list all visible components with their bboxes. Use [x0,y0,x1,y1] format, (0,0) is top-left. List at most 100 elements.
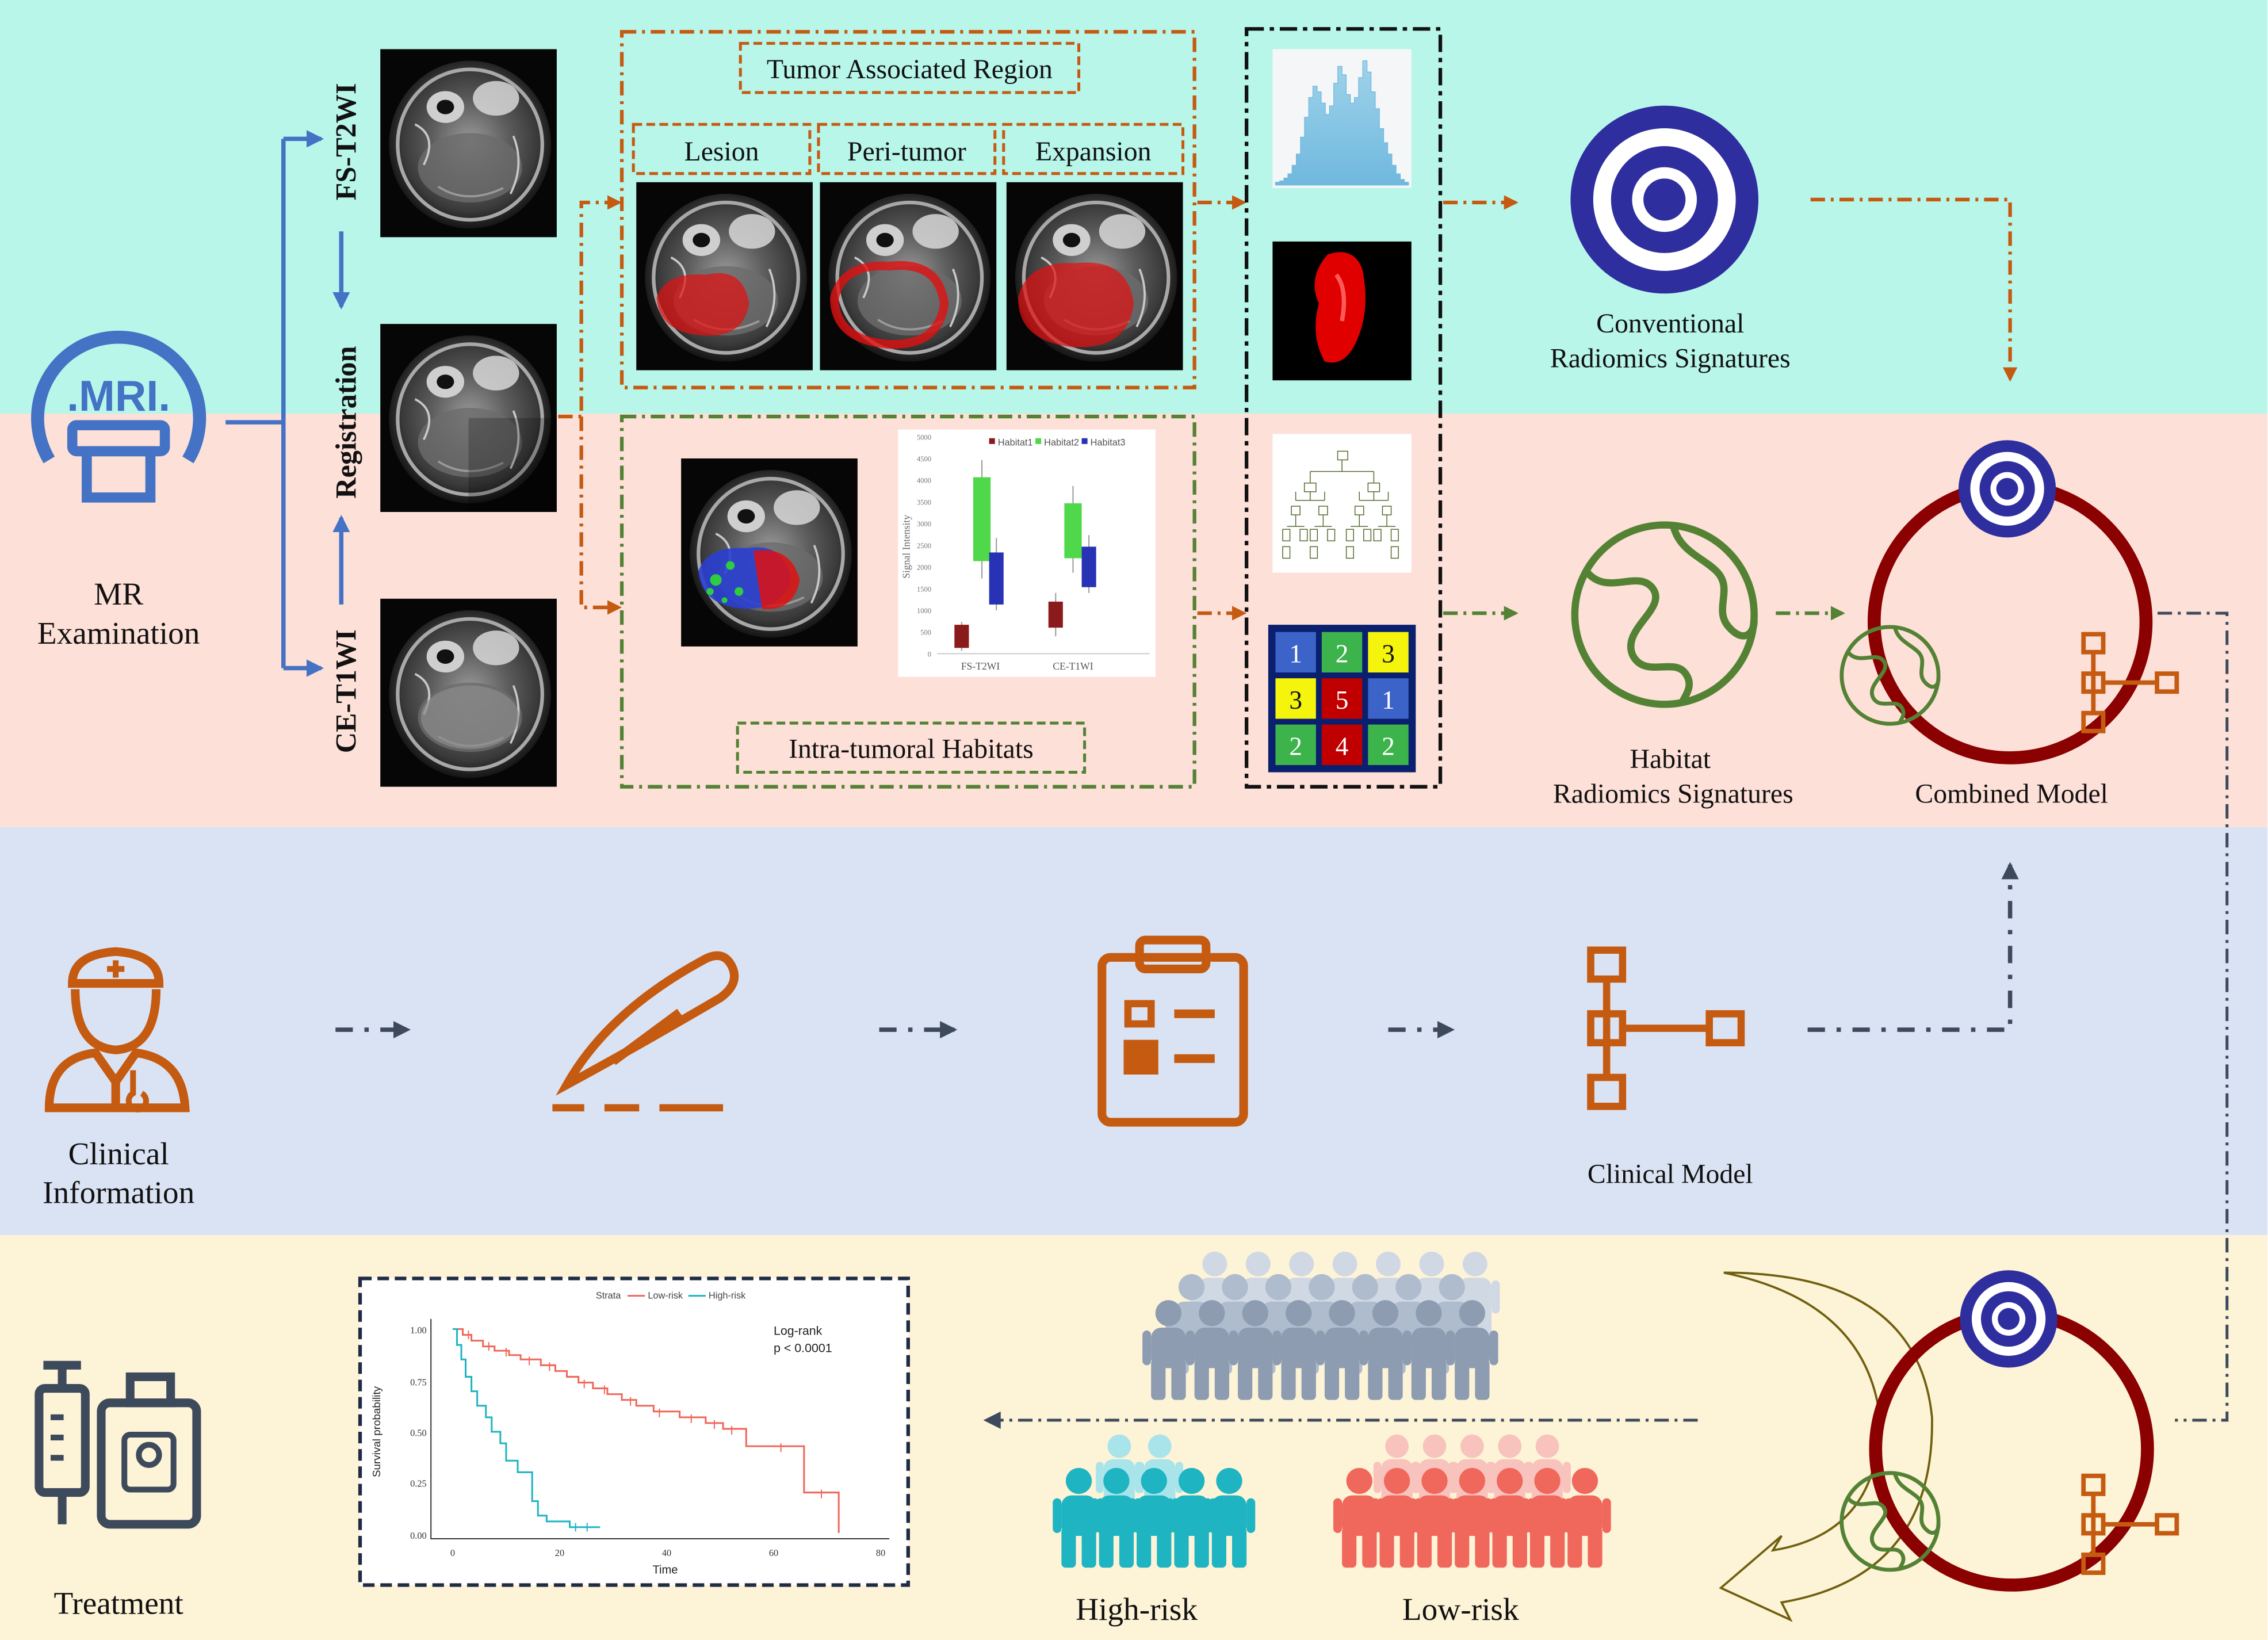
habitats-title-box [736,721,1087,774]
boxplot-x-label-1: FS-T2WI [961,660,1000,672]
clinical-info-line2: Information [43,1175,194,1210]
boxplot-y-tick: 4500 [917,455,931,463]
km-x-tick: 20 [555,1547,564,1558]
boxplot-x-label-2: CE-T1WI [1053,660,1093,672]
boxplot-y-tick: 4000 [917,477,931,485]
doctor-icon [44,947,190,1113]
km-annotation-line2: p < 0.0001 [774,1341,832,1355]
combined-model-label: Combined Model [1915,778,2108,809]
tumor-region-box [619,30,1196,389]
histogram-thumbnail [1272,49,1412,188]
mri-scanner-icon [31,330,206,503]
mri-caption-line2: Examination [37,616,200,651]
km-x-tick: 60 [769,1547,778,1558]
boxplot-y-label: Signal Intensity [900,515,912,579]
km-x-tick: 0 [450,1547,455,1558]
feature-matrix-value: 1 [1289,639,1302,668]
combined-model-icon [1842,440,2177,764]
feature-matrix-cell [1368,678,1409,719]
boxplot-box [954,625,969,648]
km-legend-high: High-risk [709,1291,746,1301]
km-annotation-line1: Log-rank [774,1324,823,1338]
risk-model-icon [1842,1270,2177,1592]
label-expansion: Expansion [1035,136,1152,167]
feature-matrix-cell [1321,724,1363,765]
km-y-tick: 0.50 [410,1428,427,1439]
boxplot-y-tick: 1500 [917,585,931,593]
feature-matrix-value: 2 [1382,732,1395,760]
habitats-title: Intra-tumoral Habitats [789,733,1034,764]
conventional-signature-target-icon [1570,105,1759,294]
mri-logo-text: .MRI. [67,372,170,420]
combined-to-bottom-arrow [2158,611,2229,1422]
feature-matrix-cell [1275,724,1316,765]
boxplot-box [1048,601,1063,628]
boxplot-y-tick: 2000 [917,564,931,572]
km-x-tick: 40 [662,1547,671,1558]
mri-branch-arrows [225,130,350,677]
feature-matrix-cell [1321,632,1363,673]
scalpel-icon [552,951,739,1112]
boxplot-y-tick: 0 [928,650,931,658]
sequence-label-fs-t2wi: FS-T2WI [330,83,362,200]
clipboard-icon [1097,935,1248,1127]
label-lesion: Lesion [684,136,759,167]
boxplot-y-tick: 3500 [917,498,931,506]
conventional-to-combined-arrow [1810,197,2018,382]
feature-matrix-value: 4 [1336,732,1349,760]
boxplot-legend-3: Habitat3 [1091,437,1126,448]
tumor-3d-thumbnail [1272,241,1412,381]
km-legend-low: Low-risk [648,1291,683,1301]
band-treatment [0,1235,2268,1640]
feature-matrix-cell [1275,632,1316,673]
clinical-info-line1: Clinical [68,1136,169,1171]
km-y-tick: 1.00 [410,1325,427,1336]
low-risk-label: Low-risk [1402,1592,1519,1627]
habitat-label-line2: Radiomics Signatures [1553,778,1793,809]
feature-matrix-value: 5 [1336,686,1349,714]
km-curve-low-risk [452,1328,840,1533]
high-risk-label: High-risk [1076,1592,1198,1627]
km-curve-high-risk [452,1328,601,1528]
boxplot-legend-1: Habitat1 [998,437,1033,448]
mri-image-registration [380,324,557,512]
sequence-label-ce-t1wi: CE-T1WI [330,629,362,753]
boxplot-y-tick: 500 [920,629,931,637]
decision-tree-thumbnail [1272,434,1412,573]
registration-to-regions-arrows [558,195,622,615]
features-to-signatures-arrows [1443,195,1519,621]
boxplot-box [1064,503,1082,559]
boxplot-legend-2: Habitat2 [1044,437,1079,448]
boxplot-y-tick: 5000 [917,433,931,441]
feature-matrix-value: 1 [1382,686,1395,714]
feature-matrix-value: 3 [1289,686,1302,714]
conventional-label-line2: Radiomics Signatures [1550,343,1791,374]
km-x-label: Time [653,1563,678,1576]
mri-image-fs-t2wi [380,49,557,237]
mri-image-habitats [681,458,858,647]
km-y-tick: 0.75 [410,1377,427,1388]
boxplot-box [973,477,991,561]
mri-caption-line1: MR [94,576,143,611]
clinical-flow-arrows [335,862,2019,1039]
boxplot-box [1081,546,1096,587]
conventional-label-line1: Conventional [1596,308,1744,339]
band-clinical [0,827,2268,1236]
habitat-label-line1: Habitat [1630,744,1711,774]
mri-image-ce-t1wi [380,599,557,787]
tumor-region-title-box [739,41,1081,94]
sequence-label-registration: Registration [330,346,362,498]
clinical-model-label: Clinical Model [1588,1159,1753,1190]
label-peri-tumor: Peri-tumor [847,136,966,167]
boxplot-y-tick: 3000 [917,520,931,528]
km-y-tick: 0.00 [410,1530,427,1541]
habitats-box [619,414,1196,789]
boxplot-y-tick: 2500 [917,542,931,550]
syringe-bottle-icon [35,1360,201,1529]
feature-matrix-cell [1368,632,1409,673]
feature-matrix-value: 2 [1289,732,1302,760]
km-x-tick: 80 [876,1547,885,1558]
regions-to-features-arrows [1197,195,1247,621]
